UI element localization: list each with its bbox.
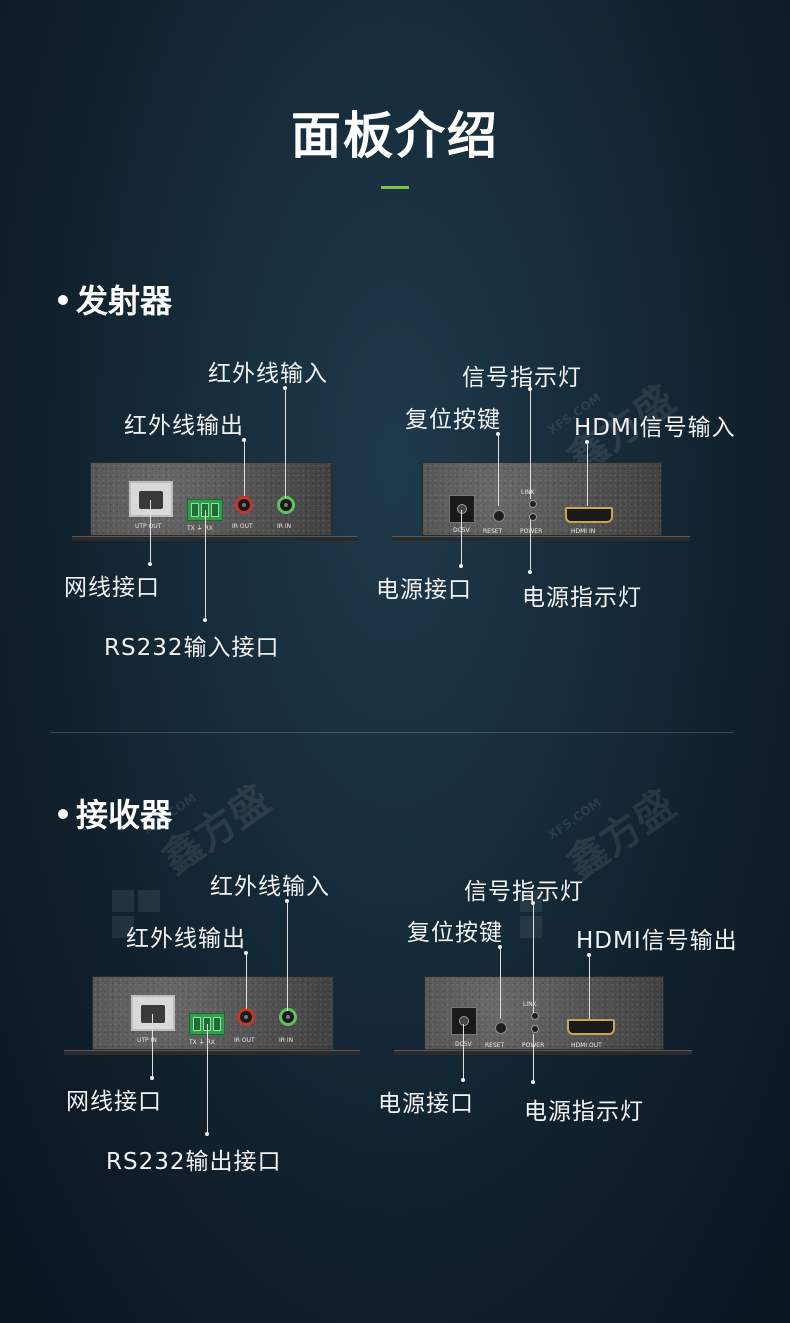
reset-button [493, 510, 505, 522]
label-hdmi: HDMI信号输入 [574, 415, 736, 441]
watermark-logo-tile [520, 916, 542, 938]
bullet-dot [58, 295, 68, 305]
section-divider [50, 732, 734, 733]
callout-dot [461, 1078, 465, 1082]
hdmi-port [565, 507, 613, 523]
section-title-transmitter: 发射器 [58, 276, 172, 322]
watermark-logo-tile [112, 916, 134, 938]
label-power: 电源接口 [376, 577, 472, 603]
label-ir-in: 红外线输入 [208, 361, 328, 387]
ir-in-jack [277, 496, 295, 514]
callout-line [533, 1034, 534, 1082]
label-reset: 复位按键 [405, 407, 501, 433]
section-title-receiver: 接收器 [58, 790, 172, 836]
page-title: 面板介绍 [291, 107, 499, 165]
label-network: 网线接口 [66, 1089, 162, 1115]
ir-out-jack [235, 496, 253, 514]
callout-dot [150, 1076, 154, 1080]
link-led [531, 1012, 539, 1020]
device-flange [72, 536, 357, 541]
dc-power-jack [449, 495, 475, 523]
callout-dot [205, 1132, 209, 1136]
callout-dot [459, 564, 463, 568]
watermark-logo-tile [138, 890, 160, 912]
device-flange [394, 1050, 692, 1055]
callout-line [498, 434, 499, 506]
dc-power-jack [451, 1007, 477, 1035]
callout-line [205, 510, 206, 620]
ir-out-jack [237, 1008, 255, 1026]
device-flange [392, 536, 690, 541]
callout-dot [531, 1080, 535, 1084]
silk-utp: UTP IN [137, 1037, 157, 1044]
callout-line [589, 955, 590, 1019]
callout-dot [148, 562, 152, 566]
silk-hdmi: HDMI IN [571, 528, 596, 535]
silk-irout: IR OUT [234, 1037, 255, 1044]
link-led [529, 500, 537, 508]
callout-line [461, 510, 462, 566]
label-reset: 复位按键 [407, 920, 503, 946]
label-signal-led: 信号指示灯 [464, 879, 584, 905]
receiver-front-panel: UTP IN TX ⏚ RX IR OUT IR IN [92, 976, 334, 1050]
transmitter-front-panel: UTP OUT TX ⏚ RX IR OUT IR IN [90, 462, 332, 536]
bullet-dot [58, 809, 68, 819]
silk-reset: RESET [485, 1042, 505, 1049]
label-power-led: 电源指示灯 [522, 585, 642, 611]
callout-line [246, 953, 247, 1009]
silk-txrx: TX ⏚ RX [189, 1039, 215, 1046]
label-ir-in: 红外线输入 [210, 874, 330, 900]
silk-reset: RESET [483, 528, 503, 535]
ir-in-jack [279, 1008, 297, 1026]
label-network: 网线接口 [64, 575, 160, 601]
silk-utp: UTP OUT [135, 523, 162, 530]
silk-hdmi: HDMI OUT [571, 1042, 602, 1049]
silk-irout: IR OUT [232, 523, 253, 530]
label-ir-out: 红外线输出 [124, 413, 244, 439]
silk-irin: IR IN [279, 1037, 294, 1044]
silk-power: POWER [520, 528, 543, 535]
rj45-port [129, 481, 173, 517]
callout-line [287, 901, 288, 1011]
hdmi-port [567, 1019, 615, 1035]
watermark-logo-tile [112, 890, 134, 912]
label-power: 电源接口 [378, 1091, 474, 1117]
rj45-port [131, 995, 175, 1031]
callout-line [530, 389, 531, 499]
receiver-back-panel: DC5V RESET LINK POWER HDMI OUT [424, 976, 664, 1050]
silk-link: LINK [523, 1001, 537, 1008]
title-underline [381, 186, 409, 189]
callout-line [207, 1024, 208, 1134]
silk-link: LINK [521, 489, 535, 496]
callout-line [530, 520, 531, 572]
callout-line [500, 947, 501, 1019]
label-hdmi: HDMI信号输出 [576, 928, 738, 954]
reset-button [495, 1022, 507, 1034]
silk-txrx: TX ⏚ RX [187, 525, 213, 532]
callout-dot [203, 618, 207, 622]
device-flange [64, 1050, 360, 1055]
label-signal-led: 信号指示灯 [462, 365, 582, 391]
callout-dot [528, 570, 532, 574]
callout-line [587, 442, 588, 506]
power-led [529, 513, 537, 521]
label-rs232: RS232输出接口 [106, 1149, 282, 1175]
label-power-led: 电源指示灯 [524, 1099, 644, 1125]
label-rs232: RS232输入接口 [104, 635, 280, 661]
silk-irin: IR IN [277, 523, 292, 530]
callout-line [463, 1024, 464, 1080]
callout-line [285, 388, 286, 498]
callout-line [244, 440, 245, 496]
power-led [531, 1025, 539, 1033]
callout-line [150, 500, 151, 564]
callout-line [152, 1014, 153, 1078]
transmitter-back-panel: DC5V RESET LINK POWER HDMI IN [422, 462, 662, 536]
callout-line [533, 903, 534, 1013]
label-ir-out: 红外线输出 [126, 926, 246, 952]
